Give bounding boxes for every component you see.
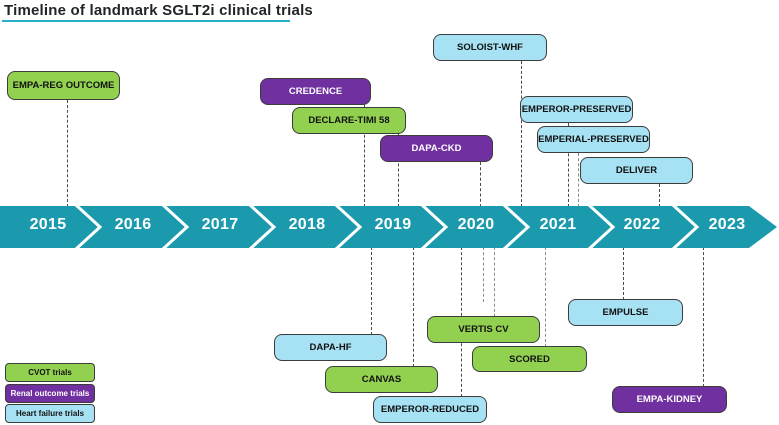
trial-box-emperial-preserved: EMPERIAL-PRESERVED	[537, 126, 650, 153]
year-label-2019: 2019	[374, 216, 412, 233]
title-underline	[2, 20, 290, 22]
legend-item-cvot-trials: CVOT trials	[5, 363, 95, 382]
trial-box-declare-timi-58: DECLARE-TIMI 58	[292, 107, 406, 134]
connector-line-emperor-preserved	[568, 123, 569, 207]
trial-box-empa-kidney: EMPA-KIDNEY	[612, 386, 727, 413]
connector-line-empulse	[623, 247, 624, 300]
year-label-2021: 2021	[539, 216, 577, 233]
legend-item-renal-outcome-trials: Renal outcome trials	[5, 384, 95, 403]
connector-line-soloist-whf	[521, 61, 522, 207]
legend-item-heart-failure-trials: Heart failure trials	[5, 404, 95, 423]
connector-line-vertis-cv	[494, 247, 495, 317]
trial-box-vertis-cv: VERTIS CV	[427, 316, 540, 343]
connector-line-emperial-preserved	[578, 153, 579, 207]
trial-box-deliver: DELIVER	[580, 157, 693, 184]
year-label-2022: 2022	[623, 216, 661, 233]
trial-box-scored: SCORED	[472, 346, 587, 372]
connector-line-declare-timi-58	[398, 133, 399, 207]
trial-box-empulse: EMPULSE	[568, 299, 683, 326]
connector-line-empa-reg-outcome	[67, 100, 68, 207]
trial-box-emperor-reduced: EMPEROR-REDUCED	[373, 396, 487, 423]
trial-box-soloist-whf: SOLOIST-WHF	[433, 34, 547, 61]
year-label-2017: 2017	[201, 216, 239, 233]
trial-box-dapa-hf: DAPA-HF	[274, 334, 387, 361]
year-label-2023: 2023	[708, 216, 746, 233]
connector-line-scored	[545, 247, 546, 347]
connector-line-deliver	[659, 184, 660, 207]
trial-box-empa-reg-outcome: EMPA-REG OUTCOME	[7, 71, 120, 100]
year-label-2018: 2018	[288, 216, 326, 233]
connector-line-credence	[364, 105, 365, 207]
trial-box-canvas: CANVAS	[325, 366, 438, 393]
connector-line-dapa-hf	[371, 247, 372, 335]
connector-line-canvas	[413, 247, 414, 367]
connector-line-stub	[483, 247, 484, 302]
trial-box-emperor-preserved: EMPEROR-PRESERVED	[520, 96, 633, 123]
figure-title: Timeline of landmark SGLT2i clinical tri…	[4, 2, 313, 19]
year-label-2015: 2015	[29, 216, 67, 233]
trial-box-credence: CREDENCE	[260, 78, 371, 105]
connector-line-empa-kidney	[703, 247, 704, 387]
year-label-2016: 2016	[114, 216, 152, 233]
year-label-2020: 2020	[457, 216, 495, 233]
connector-line-dapa-ckd	[480, 162, 481, 207]
trial-box-dapa-ckd: DAPA-CKD	[380, 135, 493, 162]
